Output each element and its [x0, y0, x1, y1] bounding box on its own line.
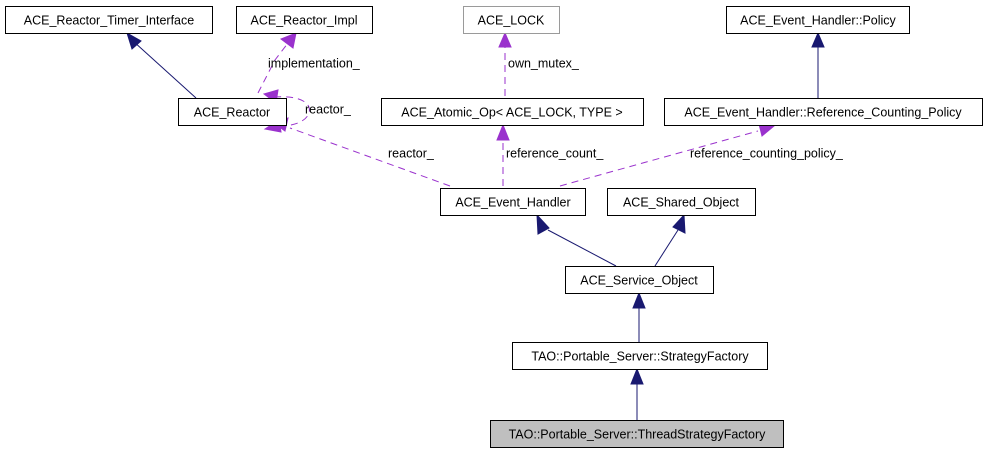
node-label-ace-shared-object: ACE_Shared_Object: [623, 195, 740, 209]
edge-label-reactor: reactor_: [388, 146, 435, 160]
node-ace-event-handler-policy[interactable]: ACE_Event_Handler::Policy: [726, 6, 910, 34]
node-ace-reactor-timer-interface[interactable]: ACE_Reactor_Timer_Interface: [5, 6, 213, 34]
edge-service-object-to-event-handler: [536, 213, 617, 267]
edge-label-own-mutex: own_mutex_: [508, 56, 580, 70]
node-label-ace-atomic-op: ACE_Atomic_Op< ACE_LOCK, TYPE >: [401, 105, 622, 119]
node-label-ace-event-handler-reference-counting-policy: ACE_Event_Handler::Reference_Counting_Po…: [684, 105, 962, 119]
node-label-ace-event-handler: ACE_Event_Handler: [455, 195, 570, 209]
edge-reactor-to-reactor-impl: [257, 32, 297, 94]
node-tao-portable-server-threadstrategyfactory[interactable]: TAO::Portable_Server::ThreadStrategyFact…: [490, 420, 784, 448]
node-label-tao-portable-server-strategyfactory: TAO::Portable_Server::StrategyFactory: [531, 349, 749, 363]
node-ace-reactor-impl[interactable]: ACE_Reactor_Impl: [236, 6, 373, 34]
node-ace-atomic-op[interactable]: ACE_Atomic_Op< ACE_LOCK, TYPE >: [381, 98, 644, 126]
edge-label-reference-counting-policy: reference_counting_policy_: [690, 146, 844, 160]
node-label-ace-reactor-timer-interface: ACE_Reactor_Timer_Interface: [24, 13, 194, 27]
node-ace-lock[interactable]: ACE_LOCK: [463, 6, 560, 34]
edge-refcount-policy-to-eh-policy: [811, 31, 825, 98]
node-tao-portable-server-strategyfactory[interactable]: TAO::Portable_Server::StrategyFactory: [512, 342, 768, 370]
node-label-ace-reactor: ACE_Reactor: [194, 105, 270, 119]
edge-service-object-to-shared-object: [654, 213, 686, 267]
node-ace-reactor[interactable]: ACE_Reactor: [178, 98, 287, 126]
edge-label-reference-count: reference_count_: [506, 146, 604, 160]
edge-label-reactor-self: reactor_: [305, 102, 352, 116]
edge-strategy-factory-to-service-object: [632, 291, 646, 342]
node-ace-event-handler[interactable]: ACE_Event_Handler: [440, 188, 586, 216]
edge-thread-strategy-factory-to-strategy-factory: [630, 367, 644, 420]
node-label-ace-event-handler-policy: ACE_Event_Handler::Policy: [740, 13, 896, 27]
node-label-ace-reactor-impl: ACE_Reactor_Impl: [251, 13, 358, 27]
node-ace-event-handler-reference-counting-policy[interactable]: ACE_Event_Handler::Reference_Counting_Po…: [664, 98, 983, 126]
node-label-tao-portable-server-threadstrategyfactory: TAO::Portable_Server::ThreadStrategyFact…: [509, 427, 767, 441]
edge-label-implementation: implementation_: [268, 56, 361, 70]
node-ace-shared-object[interactable]: ACE_Shared_Object: [607, 188, 756, 216]
edge-reactor-to-timer-interface: [126, 31, 197, 99]
edge-atomic-op-to-ace-lock: [498, 31, 512, 96]
node-ace-service-object[interactable]: ACE_Service_Object: [565, 266, 714, 294]
node-label-ace-lock: ACE_LOCK: [478, 13, 545, 27]
node-label-ace-service-object: ACE_Service_Object: [580, 273, 698, 287]
edge-event-handler-to-atomic-op: [496, 123, 510, 186]
